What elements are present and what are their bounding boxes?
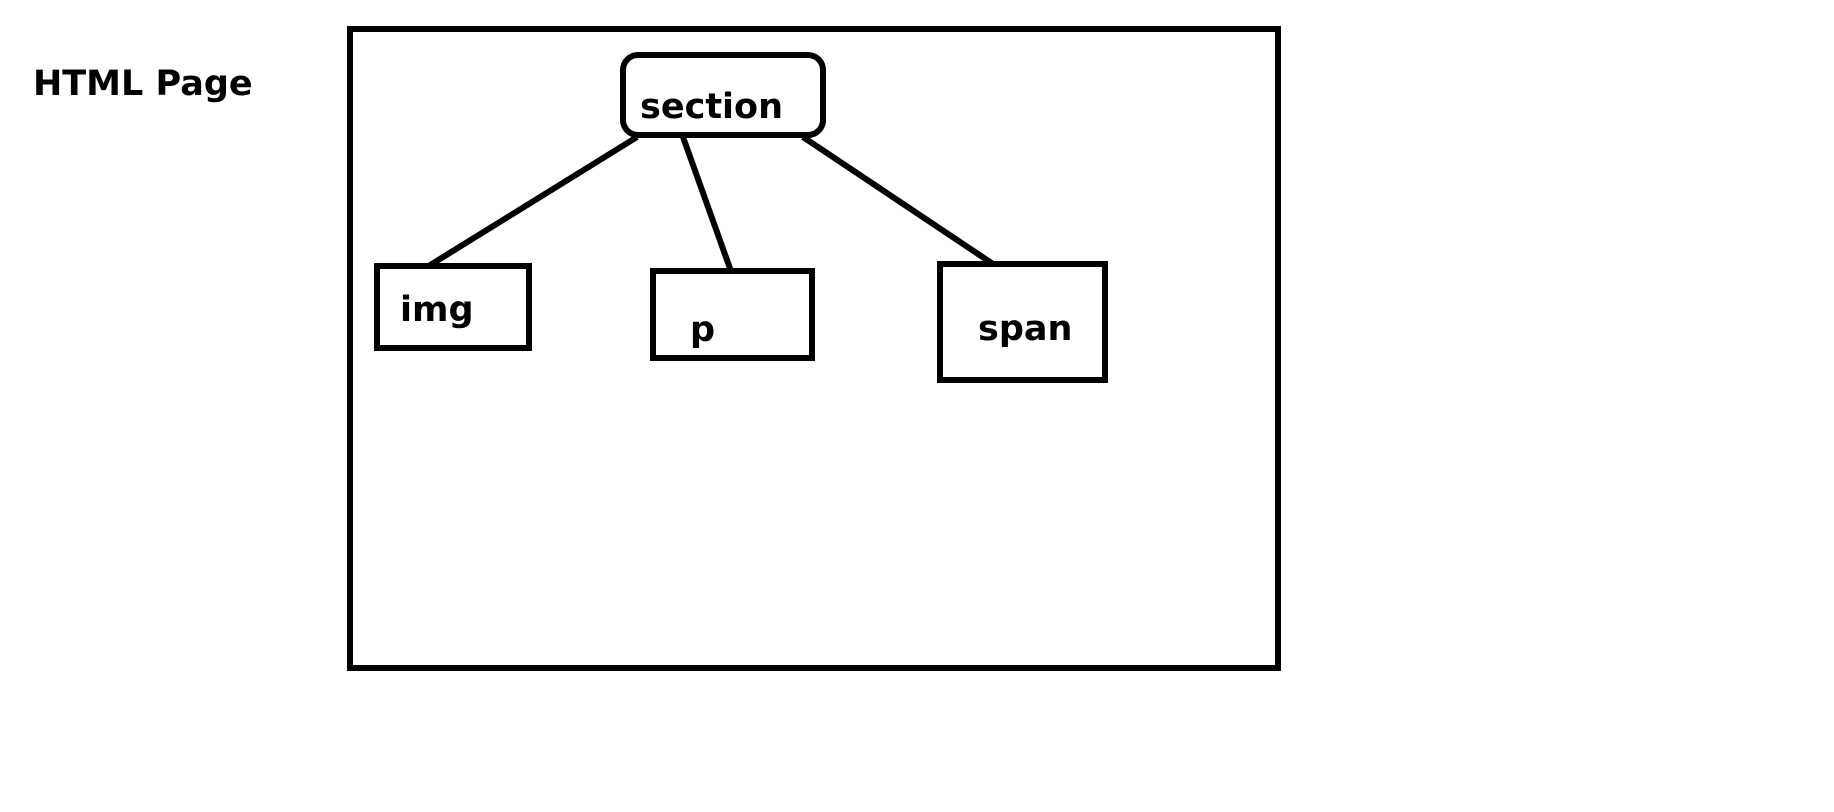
node-img bbox=[374, 263, 532, 351]
page-label: HTML Page bbox=[33, 64, 253, 104]
edge-section-p bbox=[680, 135, 735, 276]
node-section bbox=[620, 52, 826, 138]
edge-section-img bbox=[425, 134, 639, 270]
node-span-label: span bbox=[978, 309, 1072, 349]
node-span bbox=[937, 261, 1108, 383]
node-section-label: section bbox=[640, 87, 783, 127]
node-p bbox=[650, 268, 815, 361]
edge-section-span bbox=[801, 134, 998, 269]
page-frame bbox=[347, 26, 1281, 671]
node-img-label: img bbox=[400, 290, 474, 330]
node-p-label: p bbox=[690, 310, 715, 350]
